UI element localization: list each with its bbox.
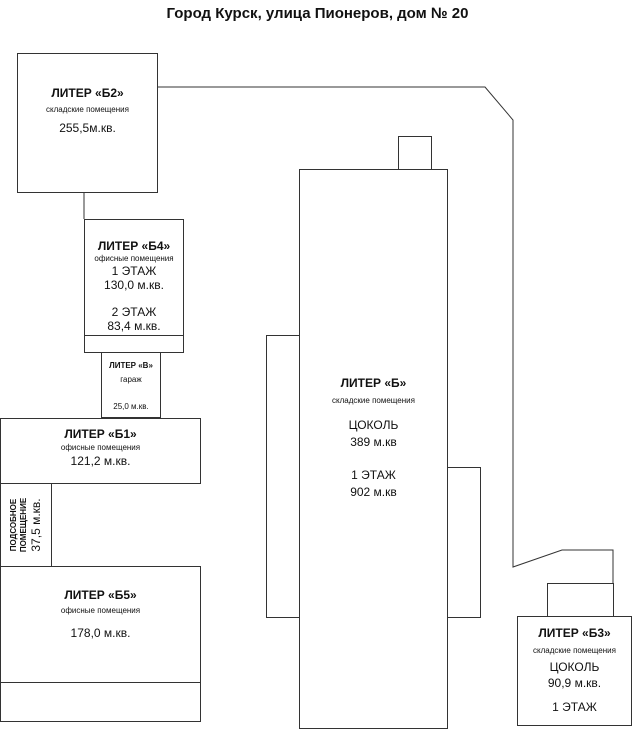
auxiliary-room-line1: ПОДСОБНОЕ — [9, 498, 18, 552]
building-b-left-annex — [266, 335, 300, 618]
building-b3-area0: 90,9 м.кв. — [547, 676, 602, 690]
building-b4-floor1: 1 ЭТАЖ — [111, 264, 157, 278]
building-v-area: 25,0 м.кв. — [113, 402, 149, 411]
building-v-type: гараж — [120, 375, 142, 384]
building-b-floor0: ЦОКОЛЬ — [348, 418, 399, 432]
building-b-floor1: 1 ЭТАЖ — [351, 468, 396, 482]
building-b3-floor0: ЦОКОЛЬ — [549, 660, 600, 674]
building-v-name: ЛИТЕР «В» — [109, 361, 153, 370]
auxiliary-room-label: ПОДСОБНОЕ ПОМЕЩЕНИЕ 37,5 м.кв. — [9, 498, 43, 552]
building-b-chimney — [398, 136, 432, 170]
plan-title: Город Курск, улица Пионеров, дом № 20 — [166, 5, 469, 22]
building-b4-area2: 83,4 м.кв. — [107, 319, 161, 333]
lower-building — [0, 682, 201, 722]
building-b-area0: 389 м.кв — [350, 435, 397, 449]
building-b2-area: 255,5м.кв. — [59, 121, 116, 135]
building-b4-floor2: 2 ЭТАЖ — [111, 305, 157, 319]
building-b2-name: ЛИТЕР «Б2» — [51, 86, 124, 100]
auxiliary-room-area: 37,5 м.кв. — [29, 498, 43, 552]
building-b5-type: офисные помещения — [60, 606, 141, 615]
floor-divider — [85, 335, 183, 336]
building-b3-name: ЛИТЕР «Б3» — [538, 626, 611, 640]
building-b1-area: 121,2 м.кв. — [70, 454, 131, 468]
building-b3-floor1: 1 ЭТАЖ — [552, 700, 597, 714]
building-b1: ЛИТЕР «Б1» офисные помещения 121,2 м.кв. — [0, 418, 201, 484]
auxiliary-room-line2: ПОМЕЩЕНИЕ — [19, 497, 28, 553]
building-b-name: ЛИТЕР «Б» — [340, 376, 407, 390]
building-b5-name: ЛИТЕР «Б5» — [64, 588, 137, 602]
building-b1-name: ЛИТЕР «Б1» — [64, 427, 137, 441]
site-outline — [83, 86, 614, 616]
boundary-line — [157, 86, 614, 616]
building-b5-area: 178,0 м.кв. — [70, 626, 131, 640]
building-b4-name: ЛИТЕР «Б4» — [97, 239, 171, 253]
building-b4: ЛИТЕР «Б4» офисные помещения 1 ЭТАЖ 130,… — [84, 219, 184, 353]
building-b2-type: складские помещения — [46, 105, 129, 114]
building-b3-annex — [547, 583, 614, 617]
building-b-area1: 902 м.кв — [350, 485, 397, 499]
building-b2: ЛИТЕР «Б2» складские помещения 255,5м.кв… — [17, 53, 158, 193]
building-b4-area1: 130,0 м.кв. — [104, 278, 164, 292]
building-b-type: складские помещения — [332, 396, 415, 405]
building-b3-type: складские помещения — [533, 646, 616, 655]
building-b-right-annex — [446, 467, 481, 618]
auxiliary-room: ПОДСОБНОЕ ПОМЕЩЕНИЕ 37,5 м.кв. — [0, 483, 52, 567]
building-b1-type: офисные помещения — [60, 443, 141, 452]
building-b: ЛИТЕР «Б» складские помещения ЦОКОЛЬ 389… — [299, 169, 448, 729]
building-b5: ЛИТЕР «Б5» офисные помещения 178,0 м.кв. — [0, 566, 201, 683]
building-v: ЛИТЕР «В» гараж 25,0 м.кв. — [101, 352, 161, 418]
building-b3: ЛИТЕР «Б3» складские помещения ЦОКОЛЬ 90… — [517, 616, 632, 726]
building-b4-type: офисные помещения — [94, 254, 174, 263]
